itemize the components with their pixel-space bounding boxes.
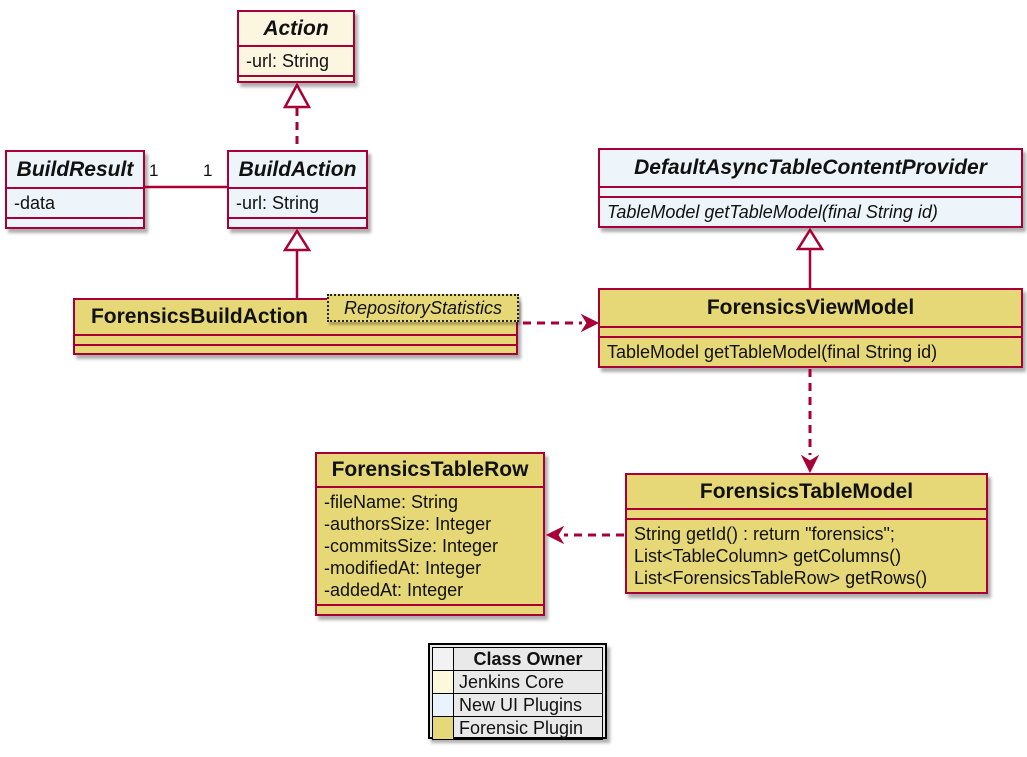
legend-header-label: Class Owner [453, 647, 603, 671]
class-attributes: -data [7, 187, 143, 217]
class-methods: TableModel getTableModel(final String id… [600, 196, 1021, 226]
class-methods: TableModel getTableModel(final String id… [600, 336, 1021, 366]
attribute: -commitsSize: Integer [324, 536, 499, 556]
attribute: -fileName: String [324, 492, 459, 512]
class-forensics-table-model: ForensicsTableModel String getId() : ret… [625, 473, 988, 594]
class-methods [75, 343, 516, 354]
class-attributes [75, 334, 516, 344]
multiplicity-label: 1 [203, 161, 213, 180]
realization-edge-buildaction-to-action [282, 82, 312, 150]
class-attributes [600, 186, 1021, 196]
method: String getId() : return "forensics"; [634, 524, 895, 544]
class-action: Action -url: String [237, 10, 355, 83]
attribute: -modifiedAt: Integer [324, 558, 482, 578]
class-forensics-view-model: ForensicsViewModel TableModel getTableMo… [598, 288, 1023, 368]
generalization-edge-forensicsbuildaction-to-buildaction [282, 228, 312, 298]
attribute: -data [14, 193, 56, 213]
legend-row: Forensic Plugin [432, 716, 603, 740]
method: TableModel getTableModel(final String id… [607, 342, 938, 362]
class-title: BuildResult [16, 157, 134, 181]
class-attributes: -fileName: String -authorsSize: Integer … [317, 486, 543, 604]
legend-label: Forensic Plugin [453, 716, 603, 740]
class-title: ForensicsTableModel [699, 479, 914, 503]
class-default-async-table-content-provider: DefaultAsyncTableContentProvider TableMo… [598, 148, 1023, 228]
class-methods [317, 604, 543, 614]
class-build-result: BuildResult -data [5, 150, 145, 229]
class-methods [7, 217, 143, 227]
method: List<ForensicsTableRow> getRows() [634, 568, 928, 588]
method: TableModel getTableModel(final String id… [607, 202, 938, 222]
legend-swatch-forensic-plugin [432, 716, 454, 740]
attribute: -url: String [246, 51, 330, 71]
generalization-edge-forensicsviewmodel-to-provider [795, 227, 825, 288]
class-title: ForensicsBuildAction [90, 305, 309, 328]
template-parameter-repository-statistics: RepositoryStatistics [327, 294, 519, 322]
legend-swatch-header [432, 647, 454, 671]
legend-swatch-jenkins-core [432, 670, 454, 694]
class-attributes [600, 326, 1021, 336]
class-title: ForensicsTableRow [331, 458, 529, 481]
class-title: BuildAction [238, 157, 357, 181]
dependency-edge-forensicsviewmodel-to-forensicstablemodel [800, 369, 820, 474]
attribute: -addedAt: Integer [324, 580, 464, 600]
class-title: ForensicsViewModel [706, 296, 915, 319]
class-methods [229, 217, 366, 227]
legend-label: New UI Plugins [453, 693, 603, 717]
method: List<TableColumn> getColumns() [634, 546, 902, 566]
legend-row: Jenkins Core [432, 670, 603, 694]
dependency-edge-forensicstablemodel-to-forensicstablerow [545, 525, 624, 545]
multiplicity-label: 1 [149, 161, 159, 180]
legend-swatch-new-ui-plugins [432, 693, 454, 717]
class-methods: String getId() : return "forensics"; Lis… [627, 518, 986, 592]
class-forensics-table-row: ForensicsTableRow -fileName: String -aut… [315, 452, 545, 616]
legend-label: Jenkins Core [453, 670, 603, 694]
attribute: -url: String [236, 193, 320, 213]
class-title: DefaultAsyncTableContentProvider [634, 156, 987, 179]
attribute: -authorsSize: Integer [324, 514, 492, 534]
class-methods [239, 75, 353, 85]
class-attributes: -url: String [239, 45, 353, 75]
legend-table: Class Owner Jenkins Core New UI Plugins … [432, 647, 603, 740]
legend-row: New UI Plugins [432, 693, 603, 717]
class-attributes: -url: String [229, 187, 366, 217]
dependency-edge-forensicsbuildaction-to-forensicsviewmodel [523, 313, 600, 333]
legend: Class Owner Jenkins Core New UI Plugins … [428, 643, 607, 740]
class-attributes [627, 508, 986, 518]
class-title: Action [263, 16, 329, 40]
legend-header-row: Class Owner [432, 647, 603, 671]
class-build-action: BuildAction -url: String [227, 150, 368, 229]
